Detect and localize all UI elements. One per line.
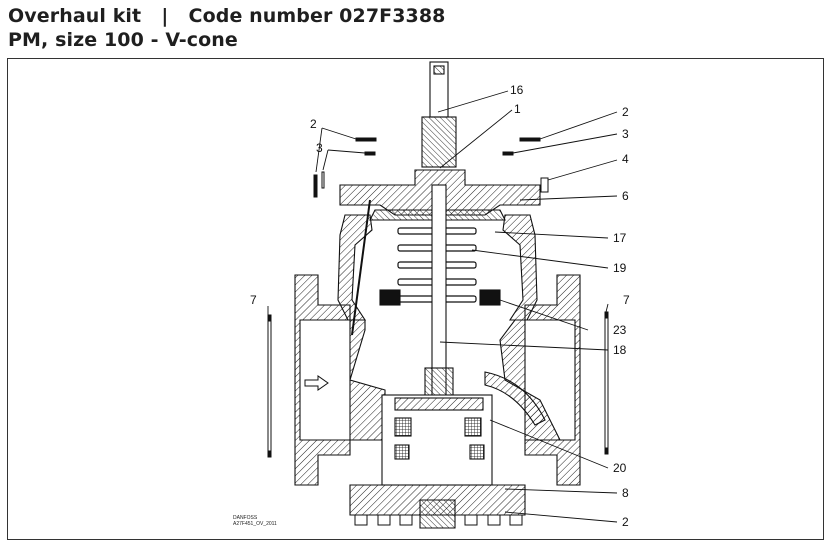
callout-20: 20 xyxy=(613,461,627,475)
callout-2-left: 2 xyxy=(310,117,317,131)
callout-23: 23 xyxy=(613,323,627,337)
v-cone-cage xyxy=(381,394,493,486)
callout-2-bottom: 2 xyxy=(622,515,629,529)
callout-3-right: 3 xyxy=(622,127,629,141)
drawing-ref-code: A27F451_OV_2011 xyxy=(233,521,277,527)
callout-2-right: 2 xyxy=(622,105,629,119)
valve-body xyxy=(294,169,581,529)
callout-17: 17 xyxy=(613,231,627,245)
flow-arrow-icon xyxy=(304,375,329,391)
callout-16: 16 xyxy=(510,83,524,97)
callout-1: 1 xyxy=(514,102,521,116)
drawing-ref-brand: DANFOSS xyxy=(233,515,258,521)
callout-19: 19 xyxy=(613,261,627,275)
loose-parts xyxy=(267,137,609,458)
callout-8: 8 xyxy=(622,486,629,500)
page-title: Overhaul kit | Code number 027F3388 xyxy=(8,5,446,27)
callout-6: 6 xyxy=(622,189,629,203)
leader-lines xyxy=(267,90,618,523)
callout-7-left: 7 xyxy=(250,293,257,307)
page-subtitle: PM, size 100 - V-cone xyxy=(8,29,238,51)
callout-4: 4 xyxy=(622,152,629,166)
callout-3-left: 3 xyxy=(316,141,323,155)
callout-7-right: 7 xyxy=(623,293,630,307)
base-bolts xyxy=(354,514,523,526)
callout-18: 18 xyxy=(613,343,627,357)
